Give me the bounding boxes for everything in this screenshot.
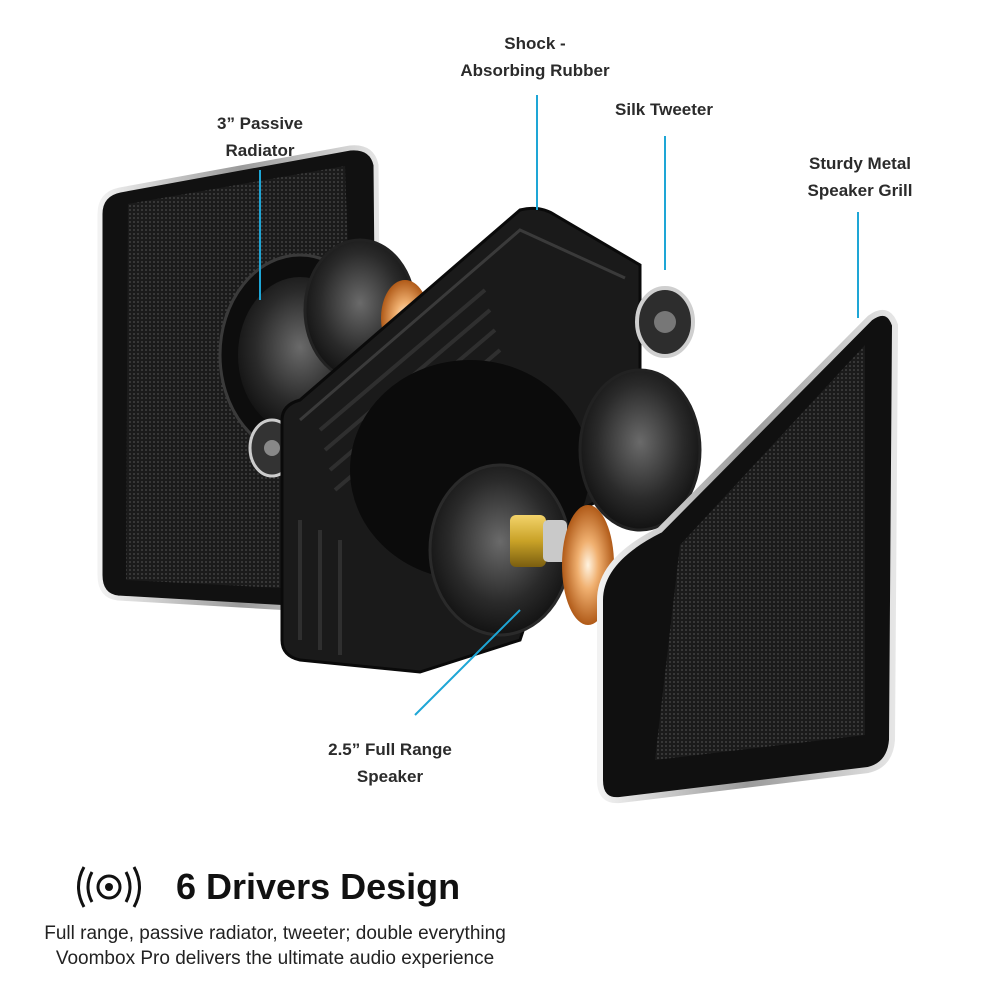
sound-waves-icon — [74, 862, 144, 912]
page-title: 6 Drivers Design — [176, 866, 461, 907]
callout-metal-grill: Sturdy Metal Speaker Grill — [780, 150, 940, 204]
callout-tweeter-line1: Silk Tweeter — [615, 100, 713, 119]
callout-full-range-speaker: 2.5” Full Range Speaker — [305, 736, 475, 790]
leader-line-fullrange — [414, 609, 521, 716]
callout-rubber-line2: Absorbing Rubber — [460, 61, 610, 80]
caption-line-1: Full range, passive radiator, tweeter; d… — [44, 923, 506, 944]
callout-fullrange-line1: 2.5” Full Range — [328, 740, 452, 759]
callout-shock-absorbing-rubber: Shock - Absorbing Rubber — [440, 30, 630, 84]
callout-silk-tweeter: Silk Tweeter — [594, 96, 734, 123]
callout-grill-line2: Speaker Grill — [807, 181, 913, 200]
right-grill-panel — [597, 309, 899, 804]
callout-radiator-line1: 3” Passive — [216, 114, 303, 133]
right-tweeter — [635, 286, 695, 358]
callout-passive-radiator: 3” Passive Radiator — [190, 110, 330, 164]
callout-radiator-line2: Radiator — [225, 141, 295, 160]
speaker-body — [280, 206, 642, 674]
callout-rubber-line1: Shock - — [504, 34, 566, 53]
leader-lines — [259, 95, 859, 716]
callout-fullrange-line2: Speaker — [356, 767, 424, 786]
caption-line-2: Voombox Pro delivers the ultimate audio … — [55, 948, 495, 969]
right-woofer — [578, 368, 702, 532]
callout-grill-line1: Sturdy Metal — [808, 154, 912, 173]
